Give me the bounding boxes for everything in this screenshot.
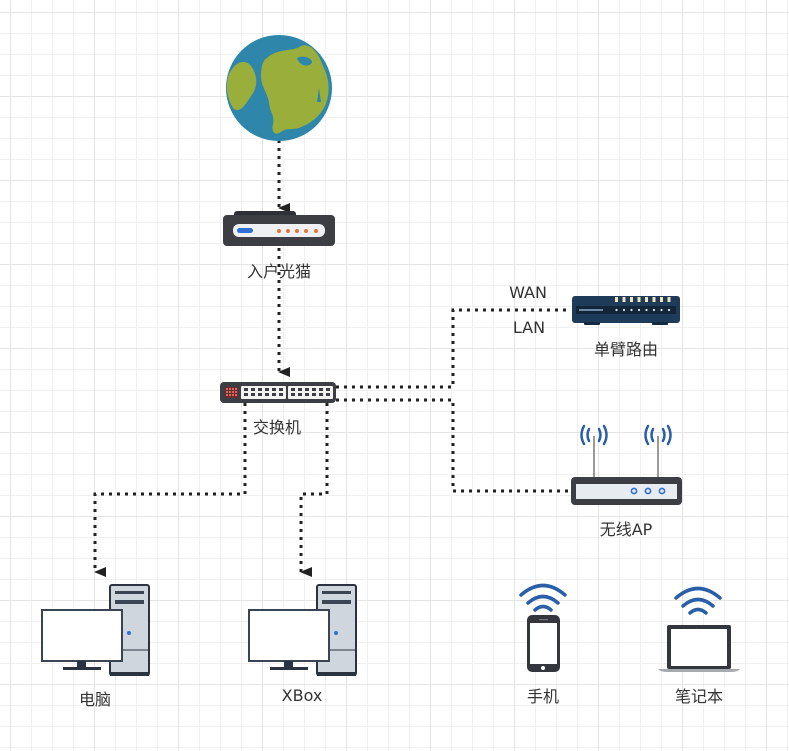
xbox-label: XBox xyxy=(281,686,323,705)
switch-port xyxy=(265,393,269,396)
switch-label: 交换机 xyxy=(252,418,302,437)
edges xyxy=(93,140,570,577)
switch-port xyxy=(319,388,323,391)
edge-switch-pc xyxy=(93,403,247,577)
router-status-led xyxy=(652,308,656,312)
router-status-led xyxy=(622,308,626,312)
switch-port xyxy=(312,388,316,391)
modem-icon[interactable] xyxy=(223,211,335,246)
wan-label: WAN xyxy=(509,283,547,302)
switch-port xyxy=(251,393,255,396)
switch-port xyxy=(258,393,262,396)
globe-icon[interactable] xyxy=(226,35,332,141)
switch-port xyxy=(291,388,295,391)
switch-icon[interactable] xyxy=(220,382,336,403)
switch-port xyxy=(305,388,309,391)
lan-label: LAN xyxy=(512,318,546,337)
router-status-led xyxy=(660,308,663,312)
switch-port xyxy=(319,393,323,396)
router-status-led xyxy=(645,308,648,312)
wifi-icon xyxy=(519,583,567,612)
router-status-led xyxy=(630,308,633,312)
switch-port xyxy=(279,388,283,391)
switch-port xyxy=(251,388,255,391)
router-port-led xyxy=(637,297,641,302)
router-icon[interactable] xyxy=(572,296,680,325)
wireless-ap-icon[interactable] xyxy=(571,424,682,505)
wifi-icon xyxy=(674,586,722,615)
pc-label: 电脑 xyxy=(78,690,112,709)
switch-port xyxy=(326,388,330,391)
modem-label: 入户光猫 xyxy=(246,262,312,281)
switch-port xyxy=(298,388,302,391)
switch-port xyxy=(258,388,262,391)
router-port-led xyxy=(660,297,663,302)
switch-port xyxy=(265,388,269,391)
router-port-led xyxy=(630,297,633,302)
smartphone-icon[interactable] xyxy=(519,583,567,673)
switch-port xyxy=(298,393,302,396)
laptop-icon[interactable] xyxy=(658,586,740,673)
switch-port xyxy=(305,393,309,396)
edge-switch-xbox xyxy=(299,403,329,577)
router-port-led xyxy=(622,297,626,302)
switch-port xyxy=(244,388,248,391)
router-port-led xyxy=(615,297,618,302)
phone-label: 手机 xyxy=(526,687,560,706)
laptop-label: 笔记本 xyxy=(674,687,724,706)
switch-port xyxy=(291,393,295,396)
ap-label: 无线AP xyxy=(599,520,653,539)
desktop-computer-icon[interactable] xyxy=(41,584,150,676)
switch-port xyxy=(312,393,316,396)
router-port-led xyxy=(667,297,671,302)
router-label: 单臂路由 xyxy=(593,340,659,359)
edge-switch-router xyxy=(336,308,568,389)
router-status-led xyxy=(667,308,671,312)
switch-port xyxy=(326,393,330,396)
router-status-led xyxy=(637,308,641,312)
router-port-led xyxy=(652,297,656,302)
router-port-led xyxy=(645,297,648,302)
desktop-computer-icon[interactable] xyxy=(248,584,357,676)
switch-port xyxy=(272,388,276,391)
router-status-led xyxy=(615,308,618,312)
switch-port xyxy=(279,393,283,396)
edge-switch-ap xyxy=(336,398,570,493)
switch-port xyxy=(272,393,276,396)
switch-port xyxy=(244,393,248,396)
